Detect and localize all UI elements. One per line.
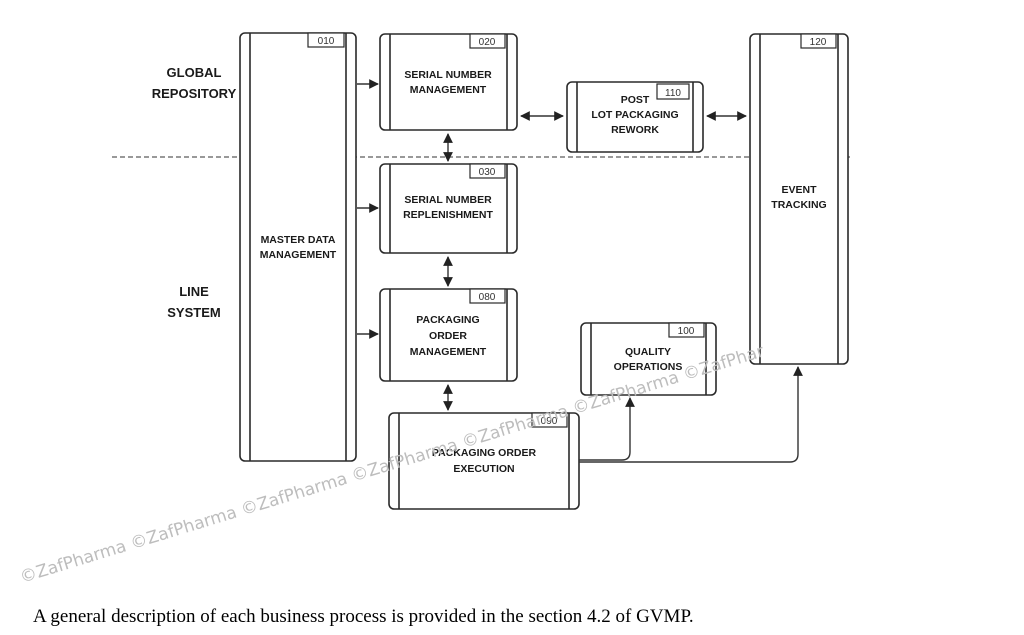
svg-text:PACKAGING ORDER: PACKAGING ORDER — [432, 447, 537, 459]
process-serial-number-replenishment: 030 SERIAL NUMBER REPLENISHMENT — [379, 163, 518, 254]
svg-text:EVENT: EVENT — [781, 184, 817, 196]
process-number: 090 — [541, 416, 558, 427]
process-number: 080 — [479, 292, 496, 303]
svg-text:REWORK: REWORK — [611, 124, 659, 136]
process-serial-number-management: 020 SERIAL NUMBER MANAGEMENT — [379, 33, 518, 131]
process-number: 030 — [479, 167, 496, 178]
svg-text:MASTER DATA: MASTER DATA — [261, 234, 336, 246]
svg-text:PACKAGING: PACKAGING — [416, 314, 479, 326]
process-number: 120 — [810, 37, 827, 48]
svg-text:OPERATIONS: OPERATIONS — [614, 361, 683, 373]
process-packaging-order-execution: 090 PACKAGING ORDER EXECUTION — [388, 412, 580, 510]
svg-text:GLOBAL: GLOBAL — [167, 65, 222, 80]
process-packaging-order-management: 080 PACKAGING ORDER MANAGEMENT — [379, 288, 518, 382]
svg-text:TRACKING: TRACKING — [771, 199, 826, 211]
svg-text:EXECUTION: EXECUTION — [453, 463, 514, 475]
svg-text:MANAGEMENT: MANAGEMENT — [410, 346, 487, 358]
arrow-090-to-120 — [579, 366, 803, 463]
process-number: 020 — [479, 37, 496, 48]
svg-text:MANAGEMENT: MANAGEMENT — [410, 84, 487, 96]
svg-text:QUALITY: QUALITY — [625, 346, 671, 358]
connectors — [357, 79, 803, 463]
svg-text:SERIAL NUMBER: SERIAL NUMBER — [404, 69, 492, 81]
process-number: 010 — [318, 36, 335, 47]
process-number: 100 — [678, 326, 695, 337]
process-post-lot-packaging-rework: 110 POST LOT PACKAGING REWORK — [566, 81, 704, 153]
process-quality-operations: 100 QUALITY OPERATIONS — [580, 322, 717, 396]
svg-text:LOT PACKAGING: LOT PACKAGING — [591, 109, 678, 121]
svg-text:REPLENISHMENT: REPLENISHMENT — [403, 209, 493, 221]
svg-text:REPOSITORY: REPOSITORY — [152, 86, 237, 101]
caption: A general description of each business p… — [33, 606, 694, 627]
process-event-tracking: 120 EVENT TRACKING — [749, 33, 849, 365]
svg-text:LINE: LINE — [179, 284, 209, 299]
svg-text:SERIAL NUMBER: SERIAL NUMBER — [404, 194, 492, 206]
arrow-090-to-100 — [579, 397, 635, 461]
svg-text:ORDER: ORDER — [429, 330, 467, 342]
line-system-label: LINE SYSTEM — [167, 284, 220, 320]
process-master-data-management: 010 MASTER DATA MANAGEMENT — [239, 32, 357, 462]
process-number: 110 — [665, 88, 681, 99]
svg-text:SYSTEM: SYSTEM — [167, 305, 220, 320]
svg-text:POST: POST — [621, 94, 650, 106]
svg-text:MANAGEMENT: MANAGEMENT — [260, 249, 337, 261]
global-repository-label: GLOBAL REPOSITORY — [152, 65, 237, 101]
